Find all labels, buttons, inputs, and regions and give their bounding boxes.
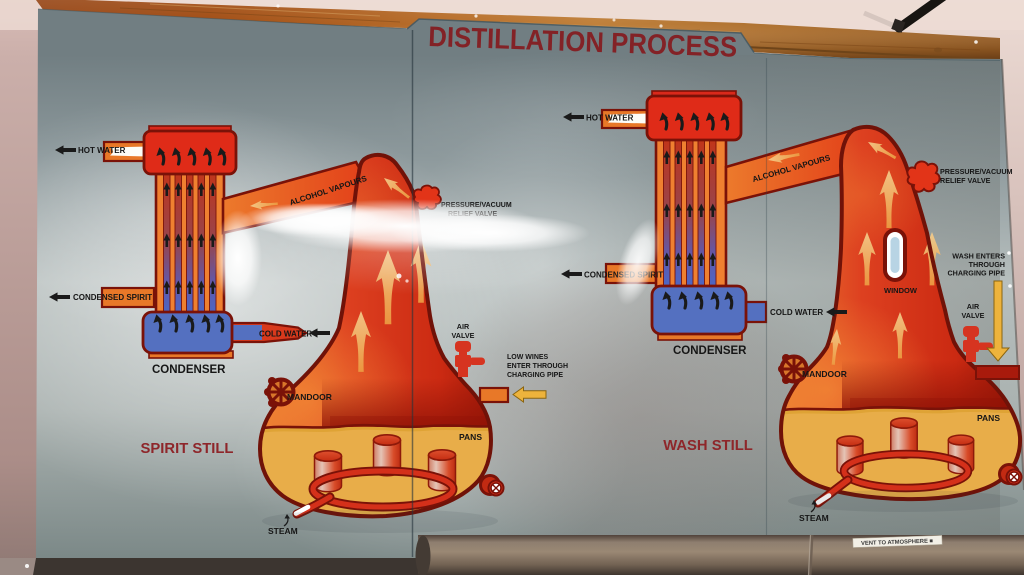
svg-text:PANS: PANS xyxy=(459,432,482,442)
svg-text:WINDOW: WINDOW xyxy=(884,286,918,295)
svg-text:STEAM: STEAM xyxy=(799,513,829,523)
svg-text:SPIRIT STILL: SPIRIT STILL xyxy=(141,441,234,457)
svg-text:LOW WINES: LOW WINES xyxy=(507,354,549,361)
svg-text:HOT WATER: HOT WATER xyxy=(586,114,634,123)
svg-text:CHARGING PIPE: CHARGING PIPE xyxy=(507,372,563,379)
svg-text:THROUGH: THROUGH xyxy=(969,260,1005,269)
svg-text:WASH ENTERS: WASH ENTERS xyxy=(952,252,1005,261)
svg-text:AIR: AIR xyxy=(967,302,980,311)
svg-text:COLD WATER: COLD WATER xyxy=(770,308,823,317)
svg-text:VALVE: VALVE xyxy=(452,331,475,340)
svg-text:VENT TO ATMOSPHERE ■: VENT TO ATMOSPHERE ■ xyxy=(861,539,934,548)
svg-text:PANS: PANS xyxy=(977,413,1000,423)
svg-text:WASH STILL: WASH STILL xyxy=(663,438,753,454)
svg-text:STEAM: STEAM xyxy=(268,526,298,536)
svg-text:CONDENSED SPIRIT: CONDENSED SPIRIT xyxy=(73,293,152,302)
svg-text:CONDENSER: CONDENSER xyxy=(673,345,747,357)
svg-text:MANDOOR: MANDOOR xyxy=(802,369,847,379)
svg-text:CHARGING PIPE: CHARGING PIPE xyxy=(947,269,1005,278)
svg-text:RELIEF VALVE: RELIEF VALVE xyxy=(940,176,991,185)
svg-text:AIR: AIR xyxy=(457,322,470,331)
svg-text:COLD WATER: COLD WATER xyxy=(259,330,312,339)
svg-text:CONDENSER: CONDENSER xyxy=(152,364,226,376)
svg-text:ENTER THROUGH: ENTER THROUGH xyxy=(507,363,568,370)
svg-text:MANDOOR: MANDOOR xyxy=(287,392,332,402)
svg-text:HOT WATER: HOT WATER xyxy=(78,146,126,155)
svg-text:VALVE: VALVE xyxy=(962,311,985,320)
svg-text:PRESSURE/VACUUM: PRESSURE/VACUUM xyxy=(940,167,1013,176)
